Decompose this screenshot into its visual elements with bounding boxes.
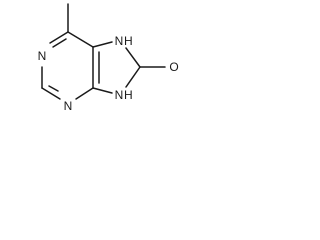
bond-n3-c4 — [75, 87, 94, 100]
atom-h9-label: H — [124, 88, 133, 102]
bond-c6-n1-inner — [52, 38, 67, 48]
bond-c5-n7 — [92, 41, 113, 48]
bond-n9-c4 — [92, 87, 113, 94]
atom-h7-label: H — [124, 34, 133, 48]
atom-n3-label: N — [64, 99, 73, 113]
atom-n1-label: N — [38, 49, 47, 63]
molecule-structure: N N N H N H O — [38, 3, 179, 113]
bond-c6-n1 — [49, 31, 69, 44]
atom-o8-label: O — [169, 60, 178, 74]
bond-c2-n3 — [41, 87, 61, 100]
bond-n7-c8 — [125, 47, 141, 68]
bond-c2-n3-inner — [48, 85, 59, 92]
atom-n9-label: N — [115, 88, 124, 102]
atom-n7-label: N — [115, 34, 124, 48]
bond-c6-c5 — [67, 31, 94, 48]
bond-c8-n9 — [125, 66, 141, 88]
